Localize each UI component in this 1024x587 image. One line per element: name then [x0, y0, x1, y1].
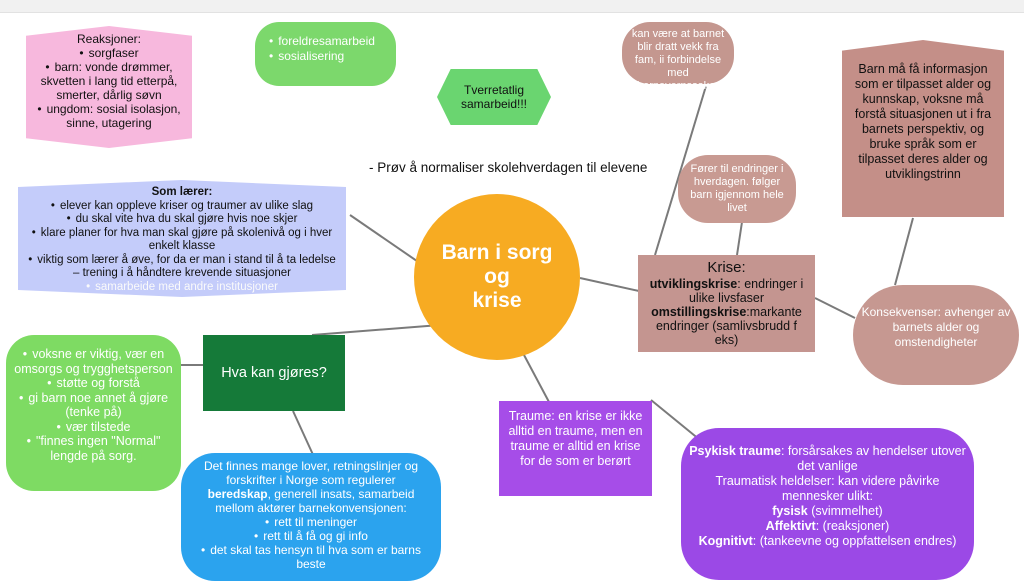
informasjon-text: Barn må få informasjon som er tilpasset …: [854, 62, 992, 181]
lover-intro: Det finnes mange lover, retningslinjer o…: [193, 459, 429, 515]
psykisk-line-3: fysisk (svimmelhet): [689, 504, 966, 519]
list-item: "finnes ingen "Normal" lengde på sorg.: [14, 434, 173, 463]
reaksjoner-node: Reaksjoner: sorgfaser barn: vonde drømme…: [26, 26, 192, 148]
list-item: viktig som lærer å øve, for da er man i …: [26, 254, 338, 281]
psykisk-line-4: Affektivt: (reaksjoner): [689, 519, 966, 534]
lover-intro-bold: beredskap: [207, 487, 268, 501]
psykisk-traume-node: Psykisk traume: forsårsakes av hendelser…: [681, 428, 974, 580]
krise-utvikling: utviklingskrise: endringer i ulike livsf…: [644, 277, 809, 305]
line-center-traume: [523, 354, 550, 403]
term-kognitivt: Kognitivt: [698, 534, 753, 548]
line-center-krise: [579, 277, 640, 292]
krise-omstilling: omstillingskrise:markante endringer (sam…: [644, 305, 809, 347]
line-hvakan-center: [311, 324, 441, 336]
line-traume-psykisk: [650, 399, 701, 441]
tverretatlig-node: Tverretatlig samarbeid!!!: [437, 69, 551, 125]
def-kognitivt: : (tankeevne og oppfattelsen endres): [752, 534, 957, 548]
list-item: sorgfaser: [36, 46, 182, 60]
term-affektivt: Affektivt: [765, 519, 816, 533]
psykisk-line-1: Psykisk traume: forsårsakes av hendelser…: [689, 444, 966, 474]
list-item: barn: vonde drømmer, skvetten i lang tid…: [36, 60, 182, 102]
line-konsekvenser-info: [894, 217, 914, 286]
def-fysisk: (svimmelhet): [807, 504, 883, 518]
tverretatlig-text: Tverretatlig samarbeid!!!: [460, 83, 528, 111]
center-line-2: og: [484, 265, 510, 288]
endringer-node: Fører til endringer i hverdagen. følger …: [678, 155, 796, 223]
traume-node: Traume: en krise er ikke alltid en traum…: [499, 401, 652, 496]
hva-kan-gjores-node: Hva kan gjøres?: [203, 335, 345, 411]
list-item: elever kan oppleve kriser og traumer av …: [26, 200, 338, 214]
endringer-text: Fører til endringer i hverdagen. følger …: [690, 163, 784, 214]
traume-text: Traume: en krise er ikke alltid en traum…: [508, 409, 643, 468]
center-line-3: krise: [472, 289, 522, 312]
term-omstillingskrise: omstillingskrise: [651, 305, 747, 319]
def-psykisk-traume: : forsårsakes av hendelser utover det va…: [780, 444, 966, 473]
list-item-muted: samarbeide med andre institusjoner: [26, 281, 338, 295]
som-larer-node: Som lærer: elever kan oppleve kriser og …: [18, 180, 346, 297]
konsekvenser-node: Konsekvenser: avhenger av barnets alder …: [853, 285, 1019, 385]
term-fysisk: fysisk: [772, 504, 808, 518]
def-omstillingskrise: :markante endringer (samlivsbrudd f eks): [655, 305, 802, 347]
barnevern-node: kan være at barnet blir dratt vekk fra f…: [622, 22, 734, 92]
list-item: rett til å få og gi info: [193, 529, 429, 543]
def-utviklingskrise: : endringer i ulike livsfaser: [688, 277, 804, 305]
list-item: støtte og forstå: [14, 376, 173, 391]
psykisk-line-5: Kognitivt: (tankeevne og oppfattelsen en…: [689, 534, 966, 549]
informasjon-node: Barn må få informasjon som er tilpasset …: [842, 40, 1004, 217]
som-larer-title: Som lærer:: [151, 186, 213, 198]
def-affektivt: : (reaksjoner): [815, 519, 890, 533]
list-item: rett til meninger: [193, 515, 429, 529]
list-item: ungdom: sosial isolasjon, sinne, utageri…: [36, 102, 182, 130]
term-utviklingskrise: utviklingskrise: [649, 277, 738, 291]
list-item: foreldresamarbeid: [269, 34, 382, 49]
krise-title: Krise:: [707, 259, 746, 276]
reaksjoner-title: Reaksjoner:: [76, 32, 142, 46]
list-item: sosialisering: [269, 49, 382, 64]
psykisk-line-2: Traumatisk heldelser: kan videre påvirke…: [715, 474, 940, 503]
lover-intro-b: , generell insats, samarbeid mellom aktø…: [215, 487, 415, 515]
foreldre-node: foreldresamarbeid sosialisering: [255, 22, 396, 86]
lover-intro-a: Det finnes mange lover, retningslinjer o…: [203, 459, 419, 487]
line-krise-konsekvenser: [814, 297, 856, 319]
list-item: gi barn noe annet å gjøre (tenke på): [14, 391, 173, 420]
list-item: du skal vite hva du skal gjøre hvis noe …: [26, 213, 338, 227]
list-item: voksne er viktig, vær en omsorgs og tryg…: [14, 347, 173, 376]
center-node: Barn i sorg og krise: [414, 194, 580, 360]
krise-node: Krise: utviklingskrise: endringer i ulik…: [638, 255, 815, 352]
center-line-1: Barn i sorg: [441, 241, 553, 264]
konsekvenser-text: Konsekvenser: avhenger av barnets alder …: [861, 305, 1011, 349]
voksne-node: voksne er viktig, vær en omsorgs og tryg…: [6, 335, 181, 491]
line-krise-endringer: [736, 221, 743, 256]
list-item: det skal tas hensyn til hva som er barns…: [193, 543, 429, 571]
top-bar: [0, 0, 1024, 13]
list-item: vær tilstede: [14, 420, 173, 435]
lover-node: Det finnes mange lover, retningslinjer o…: [181, 453, 441, 581]
normaliser-note: - Prøv å normaliser skolehverdagen til e…: [369, 160, 648, 175]
barnevern-text: kan være at barnet blir dratt vekk fra f…: [631, 28, 725, 92]
list-item: klare planer for hva man skal gjøre på s…: [26, 227, 338, 254]
term-psykisk-traume: Psykisk traume: [689, 444, 781, 458]
hva-kan-gjores-text: Hva kan gjøres?: [221, 364, 327, 381]
